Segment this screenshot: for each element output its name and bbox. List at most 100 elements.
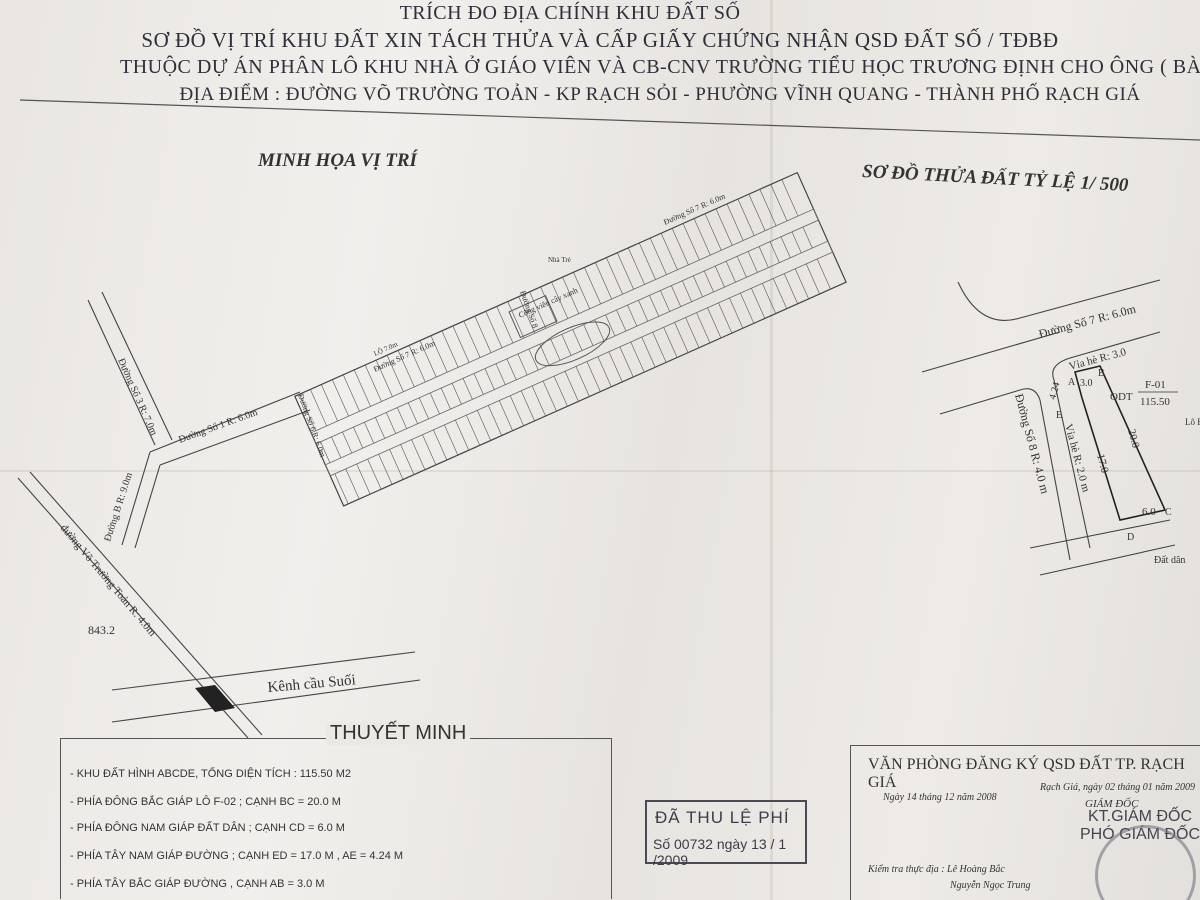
lot-divider [758,246,769,268]
lot-divider [386,412,396,434]
lot-divider [397,350,415,388]
dim-ae-label: 4.24 [1047,381,1062,401]
lot-divider [616,309,627,332]
lot-divider [641,336,656,368]
lot-divider [553,376,568,407]
area-label: 115.50 [1140,396,1170,408]
lot-divider [783,273,798,304]
lot-divider [736,256,747,278]
lot-divider [452,325,470,363]
parcel-roads [921,279,1176,576]
lot-divider [780,236,791,258]
lot-divider [485,311,503,348]
road-so3-label: Đường Số 3 R: 7.0m [115,357,159,438]
subdivision-plan [294,171,847,507]
edge-lot-label: Lô F [1185,417,1200,427]
lot-divider [299,394,316,431]
lot-divider [353,369,371,407]
checker-name: Nguyễn Ngọc Trung [950,880,1031,891]
note-item: - PHÍA ĐÔNG BẮC GIÁP LÔ F-02 ; CẠNH BC =… [70,796,341,808]
lot-divider [660,290,671,312]
lot-label: F-01 [1145,379,1166,391]
lot-divider [422,434,437,465]
fold-line-vertical [770,0,773,900]
lot-divider [400,444,415,475]
lot-divider [649,237,667,275]
header-line-3: THUỘC DỰ ÁN PHÂN LÔ KHU NHÀ Ở GIÁO VIÊN … [120,56,1200,78]
lot-divider [528,348,539,371]
lot-divider [520,390,535,422]
date-right: Rạch Giá, ngày 02 tháng 01 năm 2009 [1040,782,1195,793]
lot-divider [671,228,689,265]
lot-divider [375,359,393,397]
point-e: E [1056,410,1062,421]
lot-divider [529,291,547,329]
lot-divider [583,324,594,346]
dim-ed-label: 17.0 [1094,453,1111,475]
lot-divider [718,302,733,334]
lot-divider [498,400,513,431]
parcel-road7-label: Đường Số 7 R: 6.0m [1037,301,1138,341]
lot-divider [386,355,404,392]
lot-divider [586,361,601,392]
fee-paid-stamp: ĐÃ THU LỆ PHÍ Số 00732 ngày 13 / 1 /2009 [645,800,807,868]
lot-divider [440,387,451,410]
lot-divider [411,439,426,470]
lot-divider [474,316,492,353]
neighbor-label: Đất dân [1154,555,1185,566]
lot-divider [496,306,514,344]
point-c: C [1165,507,1172,518]
lot-divider [682,280,692,302]
road-so7-label-2: Đường Số 7 R: 6.0m [662,191,727,227]
lot-divider [652,332,667,363]
lot-divider [729,297,744,329]
lot-divider [674,322,689,353]
lot-divider [364,364,382,402]
lot-divider [551,281,569,319]
lot-divider [606,257,623,295]
lot-divider [759,189,777,226]
lot-divider [509,395,524,426]
lot-divider [747,251,758,273]
lot-divider [484,368,495,390]
lot-divider [682,223,700,261]
field-check: Kiểm tra thực địa : Lê Hoàng Bắc [868,864,1005,875]
lot-divider [638,300,649,322]
lot-divider [342,431,353,454]
lot-divider [703,270,714,293]
lot-divider [389,449,404,480]
lot-divider [419,340,437,378]
dim-ab-label: 3.0 [1080,378,1093,389]
lot-divider [770,184,788,222]
parcel-boundary [1074,365,1167,521]
point-a: A [1068,377,1076,388]
lot-divider [564,371,579,402]
location-roads [17,291,421,739]
kt-director: KT.GIÁM ĐỐC [1088,808,1193,825]
office-title: VĂN PHÒNG ĐĂNG KÝ QSD ĐẤT TP. RẠCH GIÁ [868,756,1185,791]
lot-divider [407,402,418,424]
point-b: B [1098,368,1105,379]
lot-divider [462,378,473,400]
lot-divider [506,358,517,380]
lot-divider [353,427,364,449]
lot-divider [433,429,448,461]
lot-divider [704,213,722,251]
office-box [850,745,1200,900]
lot-divider [748,194,766,231]
frame-top-line [19,99,1200,141]
lot-divider [542,380,557,412]
lot-divider [693,275,703,297]
lot-divider [671,285,681,307]
lot-divider [660,233,678,270]
dim-bc-label: 20.0 [1125,428,1142,450]
lot-divider [605,314,616,337]
lot-divider [791,231,802,254]
stamp-line-1: ĐÃ THU LỆ PHÍ [655,808,790,827]
lot-divider [638,242,656,280]
lot-divider [345,468,360,500]
lot-divider [805,263,820,295]
lot-divider [531,385,546,417]
